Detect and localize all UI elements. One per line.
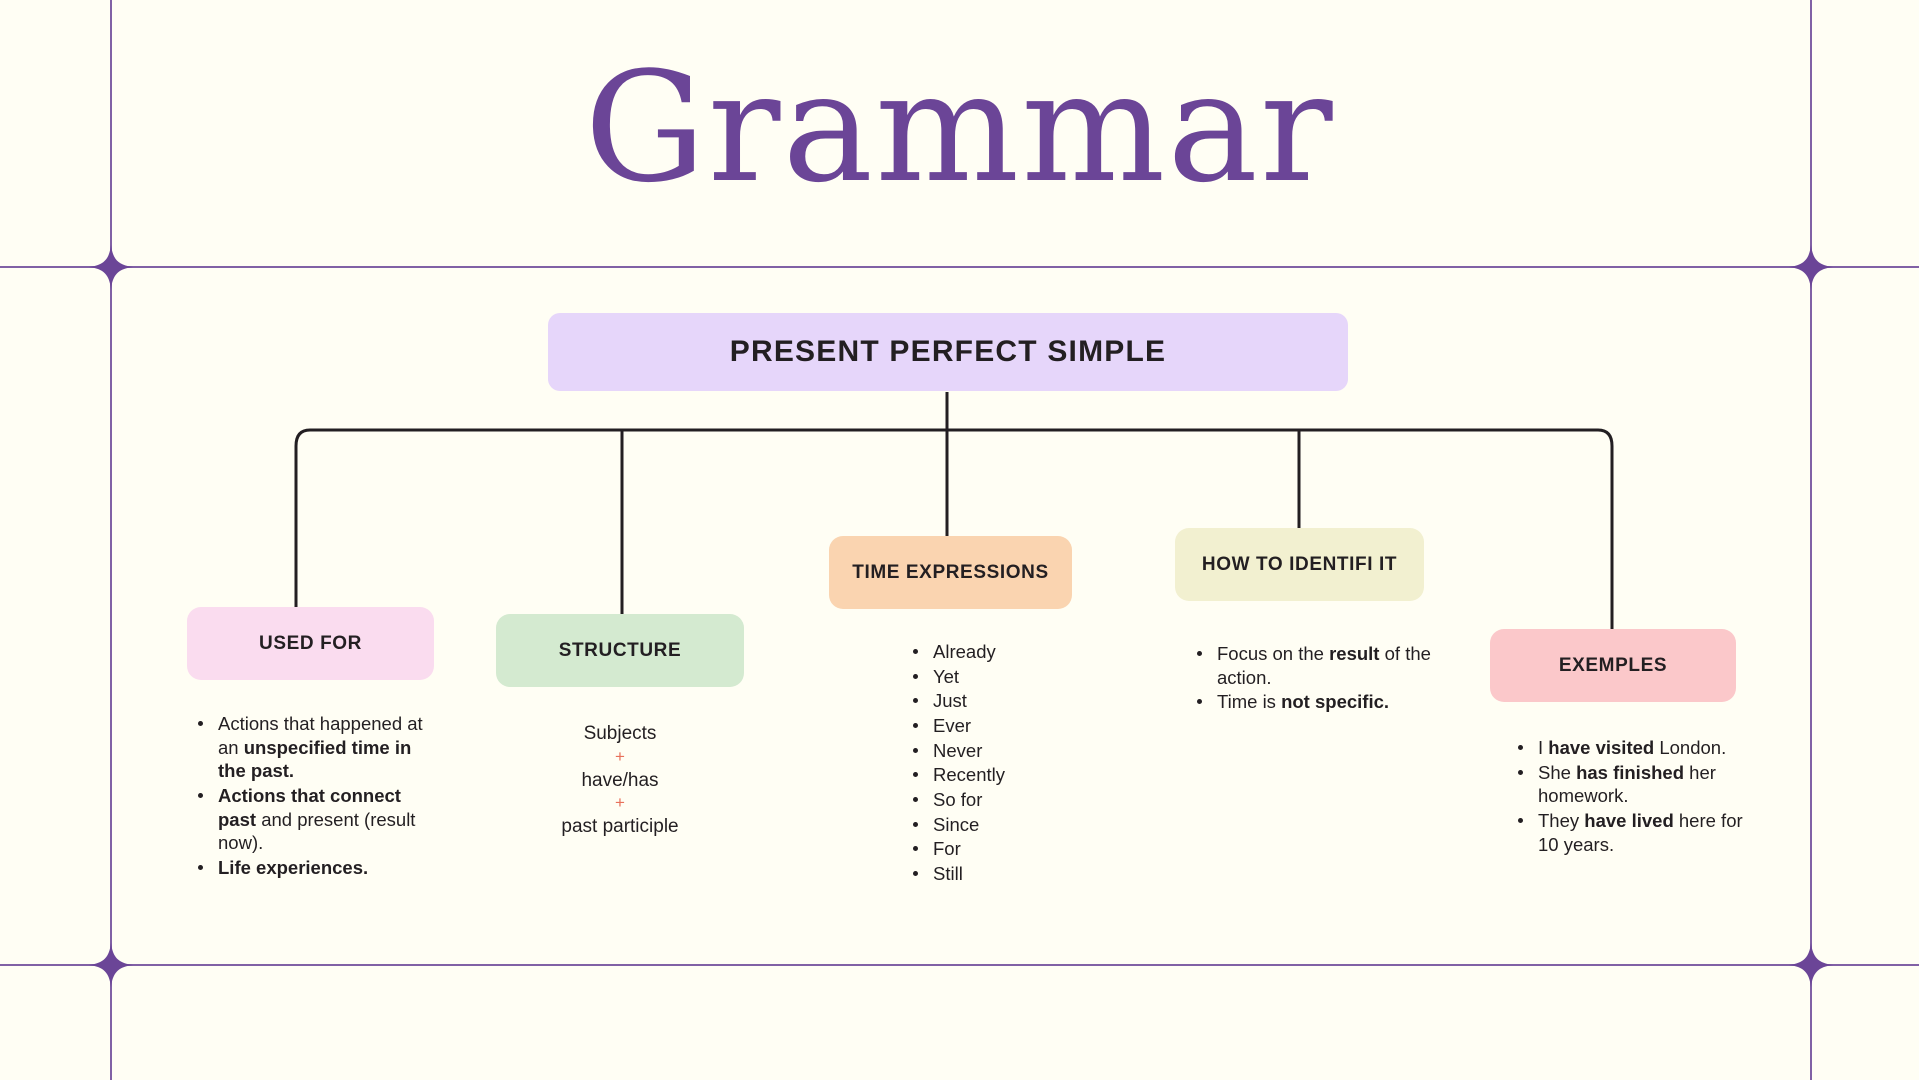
list-item: Since: [913, 813, 1105, 837]
node-label: STRUCTURE: [558, 639, 682, 661]
stack-line: Subjects: [583, 723, 657, 744]
page-title: Grammar: [584, 39, 1335, 216]
frame-line-top: [0, 266, 1919, 268]
frame-line-right: [1810, 0, 1812, 1080]
content-how-to-identifi-it: Focus on the result of the action.Time i…: [1189, 642, 1439, 715]
frame-line-left: [110, 0, 112, 1080]
node-label: PRESENT PERFECT SIMPLE: [729, 335, 1167, 368]
node-label: HOW TO IDENTIFI IT: [1201, 553, 1398, 575]
list-item: So for: [913, 788, 1105, 812]
list-item: Actions that happened at an unspecified …: [198, 712, 442, 783]
node-used-for[interactable]: USED FOR: [187, 607, 434, 680]
structure-stack: Subjects+have/has+past participle: [496, 722, 744, 839]
node-structure[interactable]: STRUCTURE: [496, 614, 744, 687]
plus-separator: +: [615, 793, 625, 813]
stack-line: past participle: [561, 816, 679, 838]
node-label: TIME EXPRESSIONS: [852, 561, 1049, 583]
bullet-list: Focus on the result of the action.Time i…: [1189, 642, 1439, 714]
list-item: They have lived here for 10 years.: [1518, 809, 1748, 856]
node-how-to-identifi-it[interactable]: HOW TO IDENTIFI IT: [1175, 528, 1424, 601]
list-item: Focus on the result of the action.: [1197, 642, 1439, 689]
node-time-expressions[interactable]: TIME EXPRESSIONS: [829, 536, 1072, 609]
node-present-perfect-simple[interactable]: PRESENT PERFECT SIMPLE: [548, 313, 1348, 391]
list-item: For: [913, 837, 1105, 861]
bullet-list: Actions that happened at an unspecified …: [190, 712, 442, 880]
list-item: Just: [913, 689, 1105, 713]
list-item: She has finished her homework.: [1518, 761, 1748, 808]
stack-line: have/has: [581, 769, 659, 791]
list-item: Ever: [913, 714, 1105, 738]
list-item: Life experiences.: [198, 856, 442, 880]
content-used-for: Actions that happened at an unspecified …: [190, 712, 442, 881]
plus-separator: +: [615, 746, 625, 766]
list-item: Actions that connect past and present (r…: [198, 784, 442, 855]
list-item: Still: [913, 862, 1105, 886]
bullet-list: I have visited London.She has finished h…: [1510, 736, 1748, 856]
node-exemples[interactable]: EXEMPLES: [1490, 629, 1736, 702]
content-structure: Subjects+have/has+past participle: [496, 722, 744, 839]
list-item: Yet: [913, 665, 1105, 689]
list-item: Never: [913, 739, 1105, 763]
node-label: EXEMPLES: [1558, 654, 1668, 676]
list-item: Recently: [913, 763, 1105, 787]
list-item: Time is not specific.: [1197, 690, 1439, 714]
list-item: Already: [913, 640, 1105, 664]
content-exemples: I have visited London.She has finished h…: [1510, 736, 1748, 857]
frame-line-bottom: [0, 964, 1919, 966]
list-item: I have visited London.: [1518, 736, 1748, 760]
node-label: USED FOR: [259, 632, 362, 654]
